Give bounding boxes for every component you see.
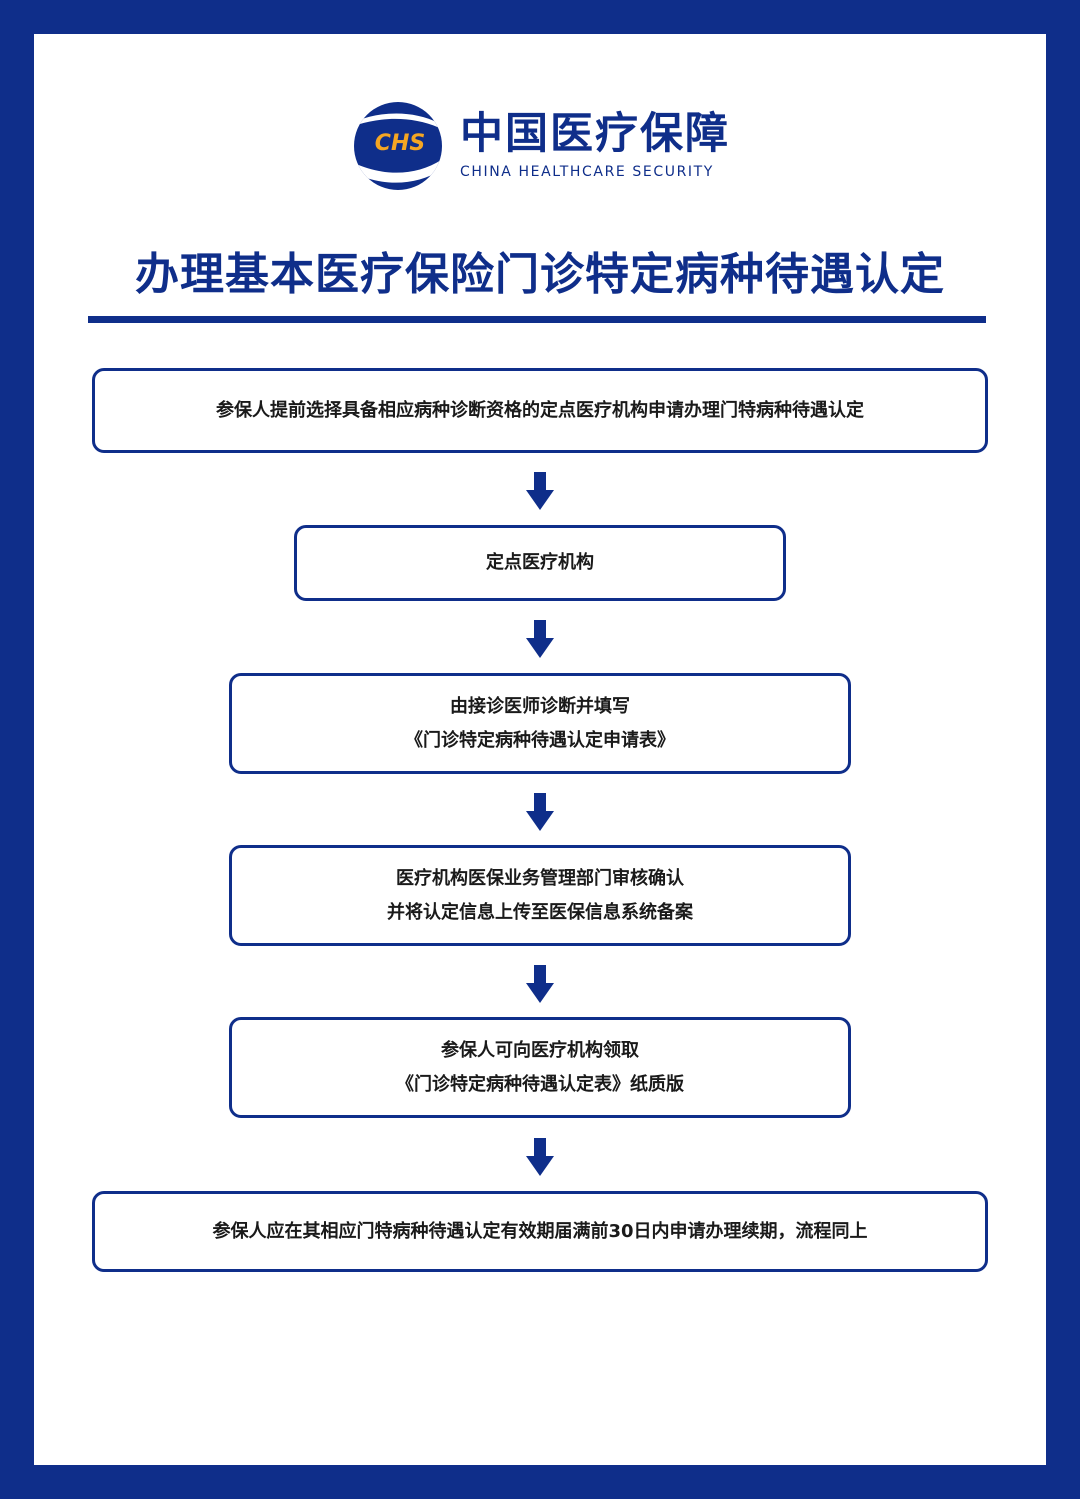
step-6-text: 参保人应在其相应门特病种待遇认定有效期届满前30日内申请办理续期，流程同上 [212, 1220, 868, 1242]
step-1-text: 参保人提前选择具备相应病种诊断资格的定点医疗机构申请办理门特病种待遇认定 [216, 399, 864, 421]
step-5-line-2: 《门诊特定病种待遇认定表》纸质版 [396, 1073, 684, 1095]
step-1-box: 参保人提前选择具备相应病种诊断资格的定点医疗机构申请办理门特病种待遇认定 [92, 368, 988, 453]
step-5-line-1: 参保人可向医疗机构领取 [441, 1039, 639, 1061]
chs-logo-icon: CHS [354, 102, 442, 190]
arrow-down-icon [526, 965, 554, 1003]
brand-logo: CHS 中国医疗保障 CHINA HEALTHCARE SECURITY [352, 100, 730, 192]
step-2-box: 定点医疗机构 [294, 525, 786, 601]
step-2-text: 定点医疗机构 [486, 552, 594, 573]
arrow-down-icon [526, 620, 554, 658]
arrow-down-icon [526, 472, 554, 510]
title-underline [88, 316, 986, 323]
arrow-down-icon [526, 793, 554, 831]
page-title: 办理基本医疗保险门诊特定病种待遇认定 [135, 249, 945, 300]
step-6-box: 参保人应在其相应门特病种待遇认定有效期届满前30日内申请办理续期，流程同上 [92, 1191, 988, 1272]
step-5-box: 参保人可向医疗机构领取 《门诊特定病种待遇认定表》纸质版 [229, 1017, 851, 1118]
step-3-line-1: 由接诊医师诊断并填写 [450, 695, 630, 717]
step-3-line-2: 《门诊特定病种待遇认定申请表》 [405, 729, 675, 751]
brand-name-cn: 中国医疗保障 [460, 109, 730, 159]
step-4-line-2: 并将认定信息上传至医保信息系统备案 [387, 901, 693, 923]
step-3-box: 由接诊医师诊断并填写 《门诊特定病种待遇认定申请表》 [229, 673, 851, 774]
brand-name-en: CHINA HEALTHCARE SECURITY [460, 164, 714, 180]
logo-mark-text: CHS [375, 131, 425, 156]
step-4-line-1: 医疗机构医保业务管理部门审核确认 [396, 867, 684, 889]
arrow-down-icon [526, 1138, 554, 1176]
step-4-box: 医疗机构医保业务管理部门审核确认 并将认定信息上传至医保信息系统备案 [229, 845, 851, 946]
